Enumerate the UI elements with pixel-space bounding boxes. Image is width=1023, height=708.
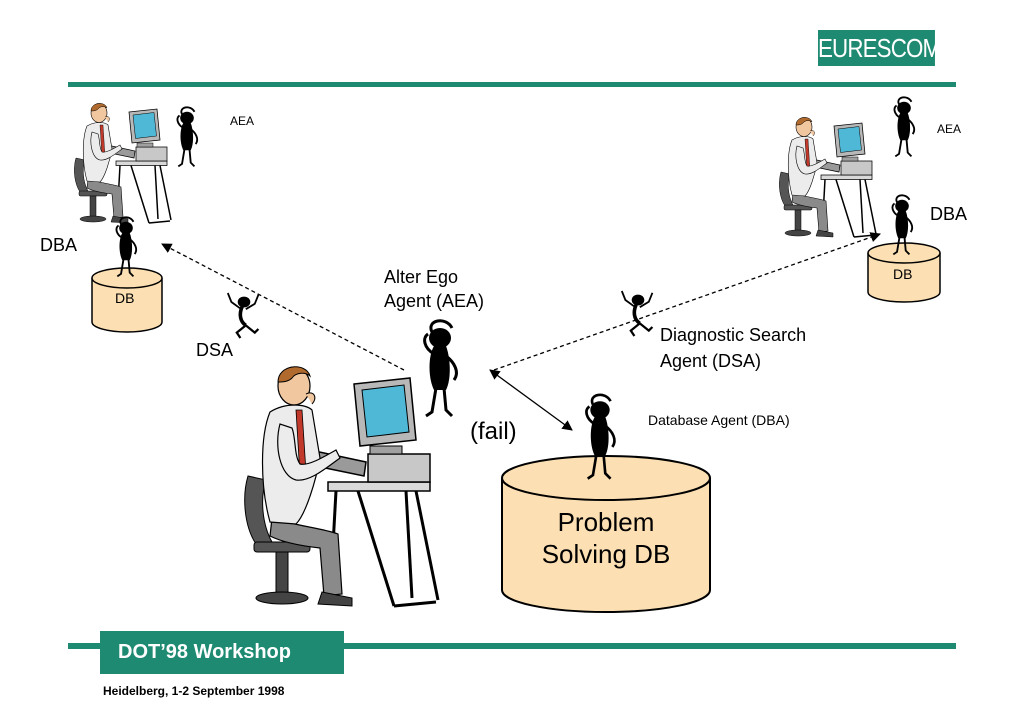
label-alter-ego: Alter Ego Agent (AEA)	[384, 265, 484, 313]
label-problem-line2: Solving DB	[541, 539, 671, 569]
aea-agent-main-icon	[423, 319, 458, 418]
aea-agent-right-icon	[893, 96, 916, 158]
footer-rule-right	[344, 643, 956, 649]
eurescom-logo: EURESCOM	[818, 30, 941, 66]
label-fail: (fail)	[470, 418, 517, 445]
dsa-link-right	[493, 232, 881, 371]
label-problem-line1: Problem	[557, 507, 655, 537]
label-aea-left: AEA	[230, 114, 255, 128]
label-diagnostic-line2: Agent (DSA)	[660, 351, 762, 371]
label-database-agent: Database Agent (DBA)	[648, 412, 790, 428]
dsa-link-left	[161, 243, 405, 371]
footer-date: Heidelberg, 1-2 September 1998	[103, 684, 285, 698]
label-aea-right: AEA	[937, 122, 962, 136]
db-right	[867, 242, 941, 303]
label-dsa-left: DSA	[196, 340, 234, 360]
worker-main	[243, 365, 440, 608]
footer-workshop-banner: DOT’98 Workshop	[100, 631, 344, 674]
label-db-left: DB	[115, 290, 135, 306]
label-dba-left: DBA	[40, 235, 78, 255]
dsa-agent-left-icon	[226, 291, 261, 340]
label-alter-ego-line2: Agent (AEA)	[384, 291, 485, 311]
db-problem-solving	[501, 455, 711, 613]
header-rule	[68, 82, 956, 87]
aea-agent-left-icon	[176, 106, 199, 168]
label-alter-ego-line1: Alter Ego	[384, 267, 459, 287]
worker-right	[778, 116, 877, 238]
label-dba-right: DBA	[930, 204, 968, 224]
db-left	[91, 267, 163, 333]
label-problem-solving-db: Problem Solving DB	[506, 506, 706, 570]
worker-left	[73, 102, 172, 224]
label-diagnostic-search: Diagnostic Search Agent (DSA)	[660, 322, 806, 374]
fail-link	[489, 369, 573, 431]
label-db-right: DB	[893, 266, 913, 282]
dsa-agent-right-icon	[619, 289, 655, 338]
label-diagnostic-line1: Diagnostic Search	[660, 325, 807, 345]
footer-rule-left	[68, 643, 100, 649]
